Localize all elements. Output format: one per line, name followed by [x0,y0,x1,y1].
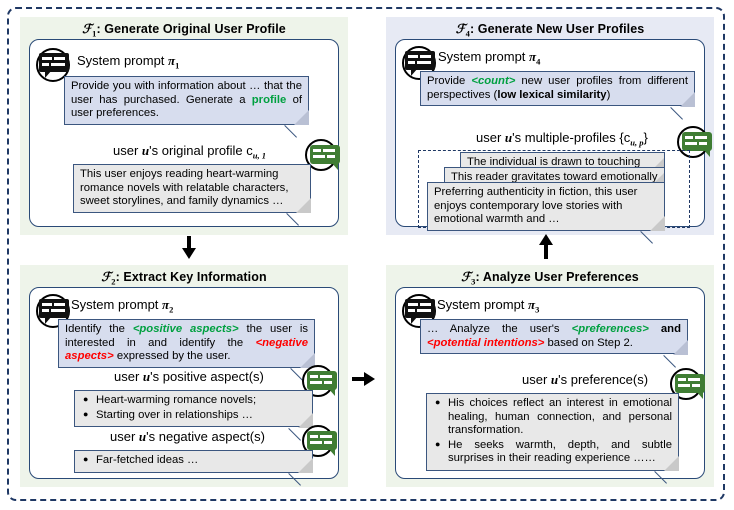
f2-prompt-keyword-negative: <negative aspects> [65,336,308,363]
f2-prompt-text-c: expressed by the user. [113,350,231,363]
panel-f3-preference-label: user u's preference(s) [522,372,649,387]
pi-symbol-4: π4 [529,49,541,67]
panel-f4-id: ℱ4 [455,22,470,39]
panel-f2-title: ℱ2: Extract Key Information [20,269,348,287]
panel-f2-prompt-label: System prompt π2 [71,297,174,315]
panel-f1-card: System prompt π1 Provide you with inform… [29,39,340,227]
panel-f2-negative-label: user u's negative aspect(s) [110,429,265,444]
f4-prompt-text-b: new user profiles from different perspec… [427,75,688,101]
f4-prompt-text-c: ) [606,88,611,101]
f4-profile-2-text: This reader gravitates toward emotionall… [451,171,658,183]
f3-prompt-text-b: and [648,323,681,335]
pi-symbol-1: π1 [168,53,180,71]
panel-f3-id: ℱ3 [461,270,476,287]
panel-f1-output-label: user u's original profile cu, 1 [113,143,267,161]
outer-dashed-frame [7,7,725,501]
panel-f1-id: ℱ1 [82,22,97,39]
panel-f2-positive-bubble: Heart-warming romance novels; Starting o… [74,390,314,428]
panel-f3-title-text: : Analyze User Preferences [475,270,639,284]
panel-f4-output-label: user u's multiple-profiles {cu, p} [476,130,648,148]
pi-symbol-3: π3 [528,297,540,315]
f1-prompt-text-a: Provide you with information about … tha… [71,80,302,106]
f3-prompt-text-c: based on Step 2. [544,336,633,349]
f2-prompt-text-a: Identify the [65,323,133,335]
f3-prompt-keyword-intentions: <potential intentions> [427,336,545,349]
f2-positive-list: Heart-warming romance novels; Starting o… [81,393,306,423]
panel-f2-system-prompt-bubble: Identify the <positive aspects> the user… [58,319,316,368]
speech-bubble-green-icon [670,368,705,400]
speech-bubble-black-icon [402,294,436,328]
panel-f3-title: ℱ3: Analyze User Preferences [386,269,714,287]
f3-prompt-keyword-preferences: <preferences> [571,323,649,335]
panel-f1: ℱ1: Generate Original User Profile Syste… [20,17,348,235]
panel-f2-card: System prompt π2 Identify the <positive … [29,287,339,479]
f4-prompt-keyword-count: <count> [471,75,516,87]
panel-f4-system-prompt-bubble: Provide <count> new user profiles from d… [420,71,696,107]
f1-prompt-keyword: profile [251,93,287,106]
arrow-up-icon [539,234,553,260]
panel-f2-negative-bubble: Far-fetched ideas … [74,450,314,473]
f3-preference-list: His choices reflect an interest in emoti… [433,396,672,466]
arrow-right-icon [352,372,376,386]
panel-f1-system-prompt-bubble: Provide you with information about … tha… [64,76,310,125]
panel-f2-title-text: : Extract Key Information [115,270,267,284]
f2-prompt-text-b: the user is interested in and identify t… [65,323,308,349]
panel-f1-prompt-label: System prompt π1 [77,53,180,71]
f4-prompt-text-a: Provide [427,75,472,87]
f3-prompt-text-a: … Analyze the user's [427,323,572,335]
speech-bubble-green-icon [677,126,712,158]
panel-f4-card: System prompt π4 Provide <count> new use… [395,39,712,231]
panel-f1-title: ℱ1: Generate Original User Profile [20,21,348,39]
panel-f3-card: System prompt π3 … Analyze the user's <p… [395,287,705,479]
panel-f4-title: ℱ4: Generate New User Profiles [386,21,714,39]
f1-output-text: This user enjoys reading heart-warming r… [80,168,289,208]
list-item: His choices reflect an interest in emoti… [435,396,672,438]
f4-profile-1-text: The individual is drawn to touching [467,156,641,168]
panel-f4-title-text: : Generate New User Profiles [469,22,645,36]
f1-prompt-text-b: of user preferences. [71,93,302,120]
speech-bubble-green-icon [305,139,340,171]
arrow-down-icon [182,236,196,260]
panel-f1-output-bubble: This user enjoys reading heart-warming r… [73,164,312,213]
panel-f3-prompt-label: System prompt π3 [437,297,540,315]
panel-f3-system-prompt-bubble: … Analyze the user's <preferences> and <… [420,319,689,355]
f4-profile-3-text: Preferring authenticity in fiction, this… [434,186,638,226]
panel-f2: ℱ2: Extract Key Information System promp… [20,265,348,487]
list-item: Far-fetched ideas … [83,453,306,468]
f2-prompt-keyword-positive: <positive aspects> [132,323,239,335]
panel-f2-id: ℱ2 [101,270,116,287]
f4-prompt-keyword-similarity: low lexical similarity [497,88,607,101]
list-item: Heart-warming romance novels; [83,393,306,408]
panel-f4: ℱ4: Generate New User Profiles System pr… [386,17,714,235]
speech-bubble-green-icon [302,425,337,457]
panel-f4-profile-3: Preferring authenticity in fiction, this… [427,182,666,231]
list-item: Starting over in relationships … [83,408,306,423]
panel-f3: ℱ3: Analyze User Preferences System prom… [386,265,714,487]
panel-f3-preference-bubble: His choices reflect an interest in emoti… [426,393,680,472]
panel-f2-positive-label: user u's positive aspect(s) [114,369,264,384]
list-item: He seeks warmth, depth, and subtle surpr… [435,438,672,466]
pi-symbol-2: π2 [162,297,174,315]
f2-negative-list: Far-fetched ideas … [81,453,306,468]
panel-f1-title-text: : Generate Original User Profile [96,22,286,36]
panel-f4-prompt-label: System prompt π4 [438,49,541,67]
